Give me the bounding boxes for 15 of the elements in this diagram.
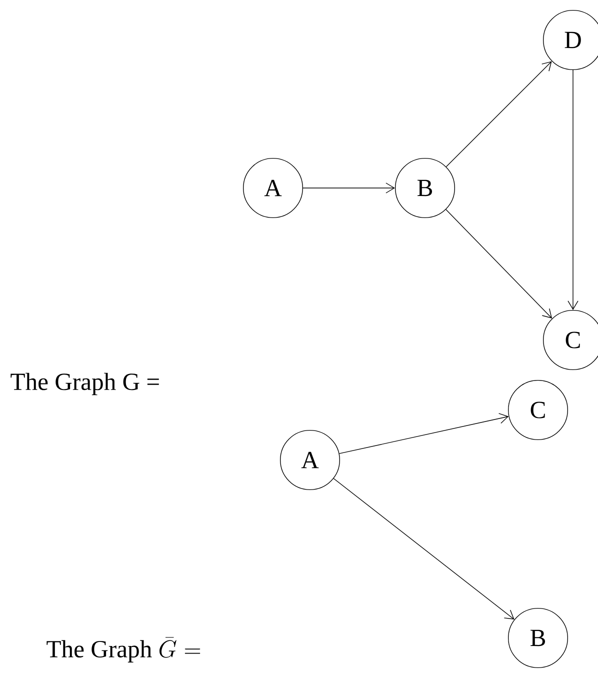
graph-node: C (542, 310, 598, 370)
graph-caption: The Graph $\bar{G} =$ (46, 637, 200, 662)
graph-caption: The Graph G = (10, 372, 159, 396)
graph-node: B (508, 608, 568, 668)
arrow (333, 478, 514, 620)
arrow (302, 182, 395, 194)
graph-node: A (242, 158, 304, 218)
arrow (446, 209, 552, 318)
graph-node: D (542, 10, 598, 70)
arrow (338, 413, 509, 454)
graph-node: A (280, 430, 340, 490)
graph-node: B (394, 158, 456, 218)
graph-node: C (508, 380, 568, 440)
arrow (568, 70, 578, 310)
arrow (446, 61, 552, 168)
